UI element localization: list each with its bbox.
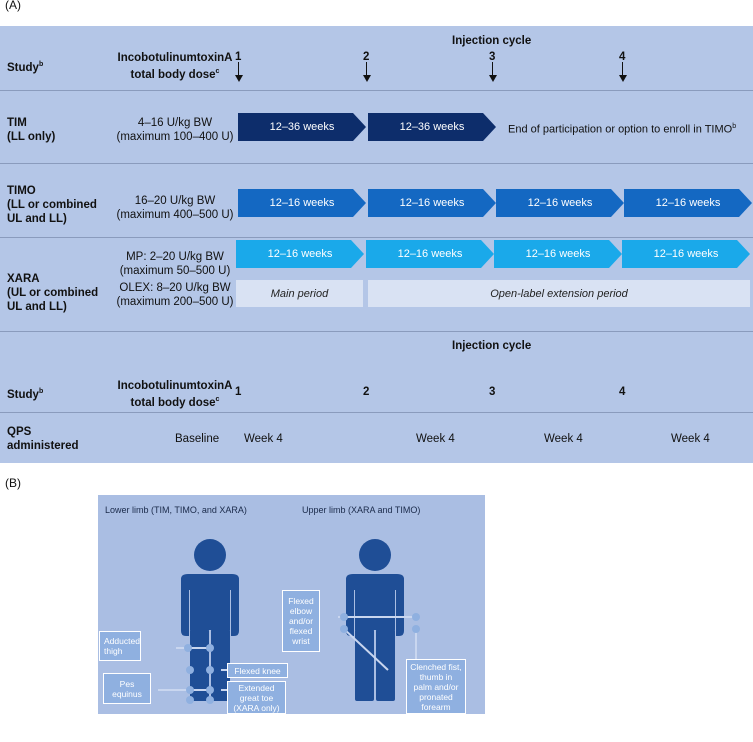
xara-cycle-arrow-4: 12–16 weeks [622,240,750,268]
divider [0,163,753,164]
dose-heading: IncobotulinumtoxinA total body dosec [117,52,233,81]
main-period-label: Main period [236,280,363,307]
divider [0,90,753,91]
cycle-number-4: 4 [619,51,626,63]
tim-study-name: TIM (LL only) [7,117,56,143]
footer-injection-cycle-heading: Injection cycle [452,340,532,352]
timo-dose: 16–20 U/kg BW (maximum 400–500 U) [116,195,234,221]
muscle-pattern-panel: Lower limb (TIM, TIMO, and XARA) Upper l… [98,495,485,714]
down-arrow-icon [489,75,497,82]
injection-cycle-heading: Injection cycle [452,35,532,47]
down-arrow-icon [238,62,239,76]
tim-cycle-arrow-1: 12–36 weeks [238,113,366,141]
panel-a-label: (A) [5,0,21,12]
down-arrow-icon [366,62,367,76]
joint-dots [184,613,420,704]
timo-study-name: TIMO (LL or combined UL and LL) [7,185,97,225]
tim-cycle-arrow-2: 12–36 weeks [368,113,496,141]
flexed-knee-callout: Flexed knee [227,663,288,678]
tim-end-text: End of participation or option to enroll… [508,123,737,136]
cycle-number-1: 1 [235,51,242,63]
footer-cycle-number-3: 3 [489,386,496,398]
footer-cycle-number-4: 4 [619,386,626,398]
qps-label: QPS administered [7,426,79,452]
timo-cycle-arrow-4: 12–16 weeks [624,189,752,217]
timo-cycle-arrow-2: 12–16 weeks [368,189,496,217]
cycle-number-2: 2 [363,51,370,63]
week-label-1: Week 4 [244,433,283,445]
down-arrow-icon [622,62,623,76]
footer-cycle-number-2: 2 [363,386,370,398]
upper-limb-figure-icon [346,539,404,701]
xara-olex-dose: OLEX: 8–20 U/kg BW (maximum 200–500 U) [116,282,234,308]
timo-cycle-arrow-3: 12–16 weeks [496,189,624,217]
footer-cycle-number-1: 1 [235,386,242,398]
baseline-label: Baseline [175,433,220,445]
timo-cycle-arrow-1: 12–16 weeks [238,189,366,217]
footer-dose-heading: IncobotulinumtoxinA total body dosec [117,380,233,409]
xara-cycle-arrow-2: 12–16 weeks [366,240,494,268]
week-label-2: Week 4 [416,433,455,445]
lower-limb-title: Lower limb (TIM, TIMO, and XARA) [105,505,247,515]
divider [0,412,753,413]
divider [0,331,753,332]
panel-b-label: (B) [5,476,21,490]
xara-mp-dose: MP: 2–20 U/kg BW (maximum 50–500 U) [119,251,231,277]
down-arrow-icon [363,75,371,82]
study-heading: Studyb [7,61,44,74]
divider [0,237,753,238]
down-arrow-icon [492,62,493,76]
extension-period-label: Open-label extension period [368,280,750,307]
upper-limb-title: Upper limb (XARA and TIMO) [302,505,421,515]
tim-dose: 4–16 U/kg BW (maximum 100–400 U) [116,117,234,143]
week-label-3: Week 4 [544,433,583,445]
footer-study-heading: Studyb [7,388,44,401]
xara-cycle-arrow-1: 12–16 weeks [236,240,364,268]
down-arrow-icon [235,75,243,82]
xara-study-name: XARA (UL or combined UL and LL) [7,273,99,313]
week-label-4: Week 4 [671,433,710,445]
cycle-number-3: 3 [489,51,496,63]
xara-cycle-arrow-3: 12–16 weeks [494,240,622,268]
body-figures [158,539,420,704]
down-arrow-icon [619,75,627,82]
